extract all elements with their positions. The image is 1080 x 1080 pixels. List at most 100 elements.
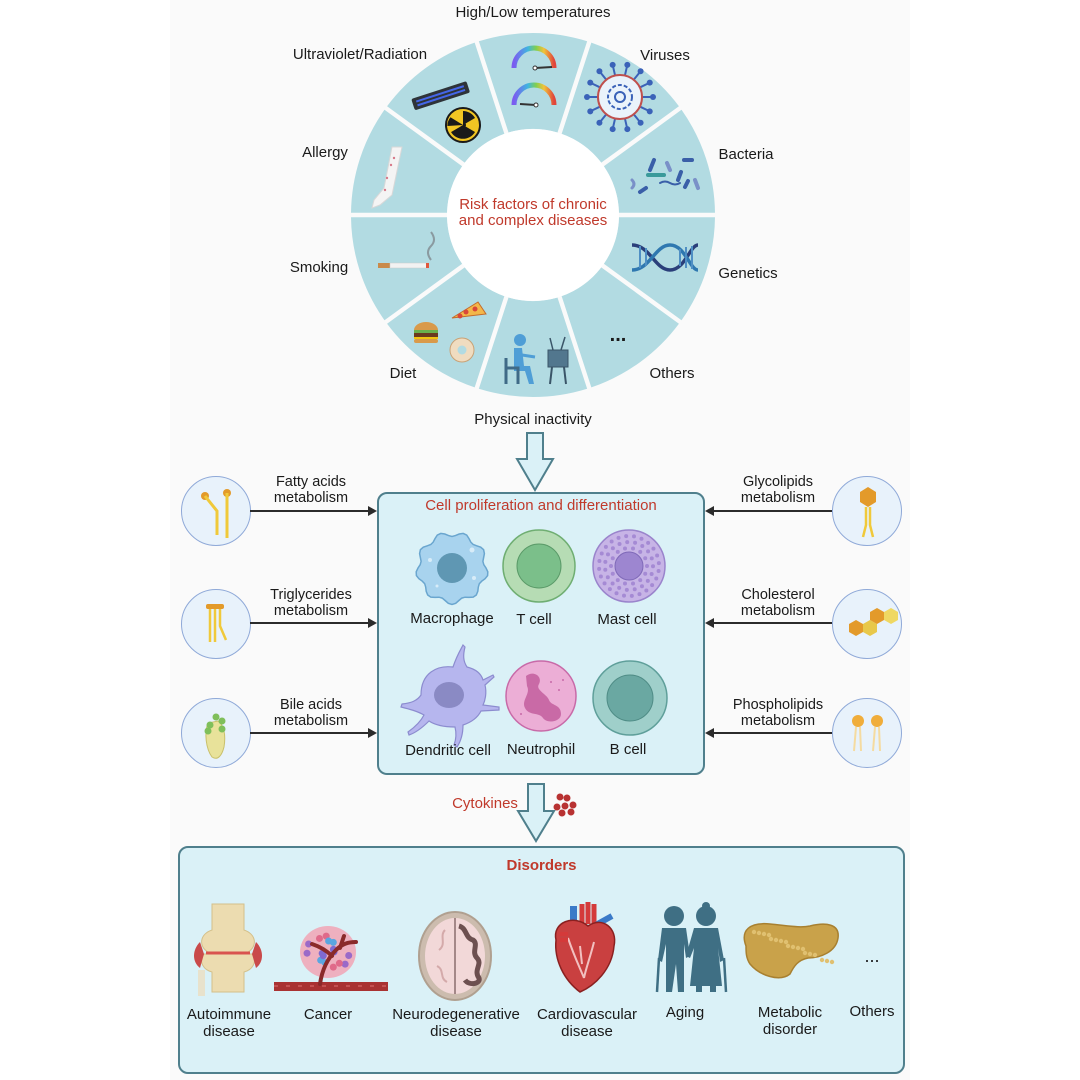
label-physical-inactivity: Physical inactivity bbox=[474, 411, 592, 428]
fatty-acids-label-line1: Fatty acids bbox=[275, 474, 347, 490]
ring-segment-allergy bbox=[351, 109, 463, 213]
down-arrow-to-cells bbox=[515, 432, 555, 492]
disorders-title: Disorders bbox=[506, 857, 577, 874]
tumor-icon bbox=[274, 926, 388, 991]
disorder-label-neurodegenerative-line2: disease bbox=[430, 1023, 482, 1040]
bile-acids-label-line2: metabolism bbox=[273, 713, 349, 729]
down-arrow-to-disorders bbox=[516, 783, 577, 843]
liver-icon bbox=[743, 922, 839, 979]
cholesterol-label-line1: Cholesterol bbox=[741, 587, 815, 603]
phospholipid-circle bbox=[832, 698, 902, 768]
disorder-label-aging: Aging bbox=[615, 1004, 755, 1021]
b-cell-icon bbox=[592, 660, 668, 736]
label-viruses: Viruses bbox=[640, 47, 690, 64]
disorder-label-metabolic-line2: disorder bbox=[762, 1021, 818, 1038]
triglycerides-label-line2: metabolism bbox=[273, 603, 349, 619]
disorder-label-aging-line1: Aging bbox=[665, 1004, 705, 1021]
glycolipid-circle bbox=[832, 476, 902, 546]
cigarette-icon bbox=[378, 231, 435, 269]
phospholipid-icon bbox=[852, 715, 883, 752]
label-smoking: Smoking bbox=[289, 259, 349, 276]
uv-lamp-radiation-icon bbox=[411, 81, 481, 143]
fatty-acid-circle bbox=[181, 476, 251, 546]
glycolipids-label-line2: metabolism bbox=[740, 490, 816, 506]
ring-segment-genetics bbox=[603, 217, 715, 321]
bile-acid-icon bbox=[204, 713, 226, 759]
cytokine-dots-icon bbox=[553, 793, 577, 817]
risk-factor-ring: ... bbox=[351, 33, 715, 398]
disorder-label-others-line1: Others bbox=[849, 1003, 895, 1020]
ring-segment-others bbox=[561, 267, 679, 388]
virus-icon bbox=[584, 61, 656, 133]
cytokines-label: Cytokines bbox=[452, 795, 518, 812]
glycolipids-label-line1: Glycolipids bbox=[742, 474, 814, 490]
bacteria-icon bbox=[630, 158, 700, 194]
cell-label-t-cell: T cell bbox=[516, 611, 552, 628]
phospholipids-label-line2: metabolism bbox=[740, 713, 816, 729]
label-ultraviolet-radiation: Ultraviolet/Radiation bbox=[292, 46, 428, 63]
disorder-label-autoimmune-line1: Autoimmune bbox=[186, 1006, 272, 1023]
cell-label-macrophage: Macrophage bbox=[410, 610, 494, 627]
disorder-label-metabolic-line1: Metabolic bbox=[757, 1004, 823, 1021]
ring-segment-smoking bbox=[351, 217, 463, 321]
disorder-label-autoimmune-line2: disease bbox=[203, 1023, 255, 1040]
fatty-acids-label-line2: metabolism bbox=[273, 490, 349, 506]
disorder-label-cancer: Cancer bbox=[258, 1006, 398, 1023]
dna-icon bbox=[631, 243, 699, 272]
cholesterol-icon bbox=[849, 608, 898, 636]
bile-acid-circle bbox=[181, 698, 251, 768]
ring-center bbox=[447, 129, 619, 301]
neutrophil-icon bbox=[505, 660, 577, 732]
disorder-label-neurodegenerative-line1: Neurodegenerative bbox=[392, 1006, 520, 1023]
heart-icon bbox=[554, 902, 616, 993]
cholesterol-circle bbox=[832, 589, 902, 659]
person-watching-tv-icon bbox=[504, 334, 569, 385]
cell-label-neutrophil: Neutrophil bbox=[506, 741, 576, 758]
right-metabolism-arrows bbox=[705, 506, 832, 738]
dendritic-cell-icon bbox=[400, 643, 500, 748]
disorders-ellipsis-icon: ... bbox=[864, 946, 879, 966]
ellipsis-icon: ... bbox=[610, 324, 627, 346]
disorder-icons: ... bbox=[194, 902, 880, 1001]
t-cell-icon bbox=[502, 529, 576, 603]
cell-box-title: Cell proliferation and differentiation bbox=[425, 497, 657, 514]
thermometer-gauge-icon bbox=[511, 45, 557, 108]
knee-joint-icon bbox=[194, 903, 262, 996]
macrophage-icon bbox=[415, 532, 489, 606]
elderly-couple-icon bbox=[655, 902, 728, 993]
cell-label-b-cell: B cell bbox=[609, 741, 647, 758]
rash-arm-icon bbox=[371, 146, 403, 209]
disorder-label-cancer-line1: Cancer bbox=[303, 1006, 353, 1023]
disorder-label-cardiovascular-line1: Cardiovascular bbox=[536, 1006, 638, 1023]
label-temperatures: High/Low temperatures bbox=[455, 4, 611, 21]
label-diet: Diet bbox=[389, 365, 417, 382]
ring-segment-diet bbox=[387, 267, 505, 388]
ring-center-title: Risk factors of chronic and complex dise… bbox=[433, 197, 633, 229]
triglyceride-circle bbox=[181, 589, 251, 659]
label-bacteria: Bacteria bbox=[718, 146, 774, 163]
triglyceride-icon bbox=[206, 604, 228, 642]
disorder-label-others: Others bbox=[802, 1003, 942, 1020]
phospholipids-label-line1: Phospholipids bbox=[732, 697, 824, 713]
label-others: Others bbox=[649, 365, 695, 382]
cell-icons bbox=[400, 529, 668, 748]
label-allergy: Allergy bbox=[302, 144, 348, 161]
disorder-label-cardiovascular-line2: disease bbox=[561, 1023, 613, 1040]
triglycerides-label-line1: Triglycerides bbox=[270, 587, 352, 603]
bile-acids-label-line1: Bile acids bbox=[279, 697, 343, 713]
ring-center-title-line2: and complex diseases bbox=[458, 212, 608, 229]
left-metabolism-arrows bbox=[250, 506, 377, 738]
fatty-acid-icon bbox=[201, 489, 231, 538]
glycolipid-icon bbox=[860, 487, 876, 538]
cholesterol-label-line2: metabolism bbox=[740, 603, 816, 619]
